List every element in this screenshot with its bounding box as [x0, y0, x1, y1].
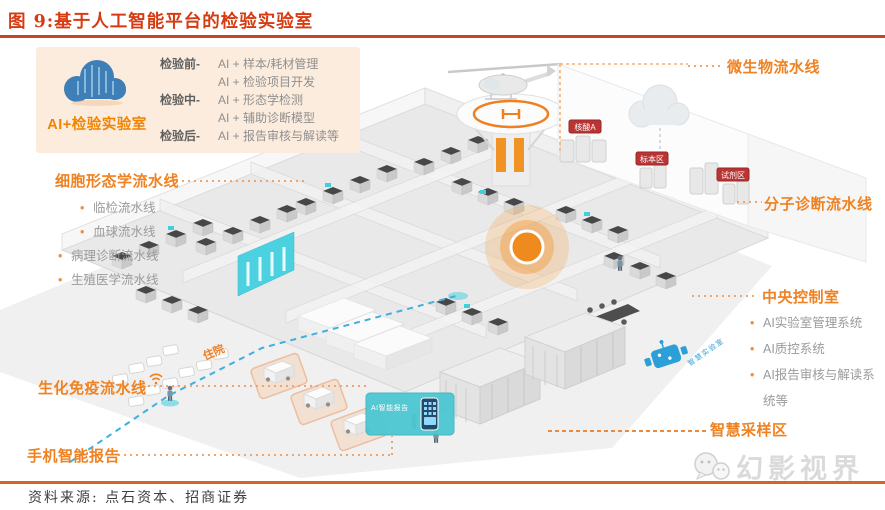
entrance-marker	[448, 292, 468, 300]
label-control-room: 中央控制室	[762, 289, 840, 306]
legend-title: AI+检验实验室	[47, 117, 147, 133]
legend-stages: 检验前- AI + 样本/耗材管理 AI + 检验项目开发 检验中- AI + …	[158, 47, 360, 153]
stage-mid-item: AI + 辅助诊断模型	[218, 110, 316, 125]
ai-cloud-icon	[64, 60, 126, 106]
label-sampling: 智慧采样区	[710, 422, 788, 439]
stage-post-item: AI + 报告审核与解读等	[218, 129, 340, 143]
stage-post-label: 检验后-	[160, 129, 200, 143]
list-item: AI质控系统	[750, 336, 882, 362]
stage-pre: 检验前- AI + 样本/耗材管理 AI + 检验项目开发	[160, 56, 356, 91]
list-item: AI报告审核与解读系统等	[750, 362, 882, 414]
stage-mid-item: AI + 形态学检测	[218, 93, 304, 107]
stage-post: 检验后- AI + 报告审核与解读等	[160, 128, 356, 146]
zone-tag-1-label: 核酸A	[574, 122, 596, 132]
label-phone-report: 手机智能报告	[27, 448, 121, 465]
central-hub-glow	[485, 205, 569, 289]
footer-divider	[0, 481, 885, 484]
stage-pre-label: 检验前-	[160, 57, 200, 71]
route-lines	[69, 63, 762, 463]
watermark-text: 幻影视界	[736, 454, 864, 484]
zone-tag-3: 试剂区	[716, 167, 750, 182]
outdoor-machines	[559, 135, 750, 205]
wifi-icon	[149, 373, 163, 385]
analyzer-machines	[111, 135, 677, 336]
list-item: 临检流水线	[80, 196, 159, 220]
watermark: 幻影视界	[692, 447, 864, 486]
list-item: 生殖医学流水线	[58, 268, 159, 292]
label-microbe: 微生物流水线	[727, 59, 821, 76]
list-item: 病理诊断流水线	[58, 244, 159, 268]
helipad	[456, 93, 566, 187]
figure-title: 图 9:基于人工智能平台的检验实验室	[8, 12, 314, 32]
cell-morphology-list: 临检流水线 血球流水线 病理诊断流水线 生殖医学流水线	[58, 196, 159, 292]
zone-tag-1: 核酸A	[568, 119, 602, 134]
label-biochem-immunity: 生化免疫流水线	[38, 380, 147, 397]
outdoor-zone: 核酸A 标本区 试剂区	[557, 63, 867, 263]
monitor-wall	[237, 231, 295, 297]
chat-bubbles-icon	[694, 451, 730, 480]
sampling-booths	[438, 312, 627, 425]
label-molecular: 分子诊断流水线	[764, 196, 873, 213]
cloud-icon	[628, 84, 690, 154]
legend-box: AI+检验实验室 检验前- AI + 样本/耗材管理 AI + 检验项目开发 检…	[36, 47, 360, 153]
stage-mid: 检验中- AI + 形态学检测 AI + 辅助诊断模型	[160, 92, 356, 127]
source-text: 资料来源: 点石资本、招商证券	[28, 490, 250, 506]
title-underline	[0, 35, 885, 38]
legend-left: AI+检验实验室	[36, 47, 158, 134]
list-item: AI实验室管理系统	[750, 310, 882, 336]
control-room-list: AI实验室管理系统 AI质控系统 AI报告审核与解读系统等	[750, 310, 882, 414]
zone-tag-2-label: 标本区	[640, 154, 664, 164]
stage-pre-item: AI + 检验项目开发	[218, 74, 316, 89]
helicopter-icon	[447, 62, 562, 100]
phone-card-label: AI智能报告	[371, 403, 409, 412]
zone-tag-2: 标本区	[635, 151, 669, 166]
stage-mid-label: 检验中-	[160, 93, 200, 107]
list-item: 血球流水线	[80, 220, 159, 244]
zone-tag-3-label: 试剂区	[721, 170, 745, 180]
large-instruments	[297, 297, 433, 371]
label-cell-morphology: 细胞形态学流水线	[55, 173, 180, 190]
phone-report-card: AI智能报告	[365, 392, 455, 436]
people	[161, 255, 623, 443]
stage-pre-item: AI + 样本/耗材管理	[218, 57, 319, 71]
